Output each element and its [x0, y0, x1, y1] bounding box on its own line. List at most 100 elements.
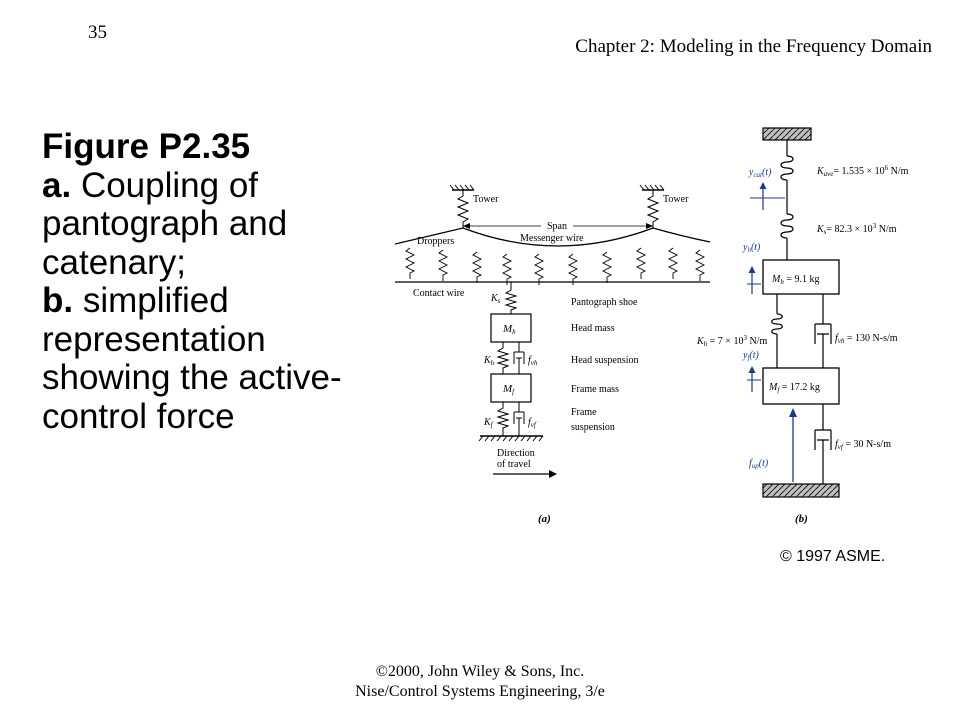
- a-fvh-sub: vh: [531, 359, 538, 367]
- b-ycat-arg: (t): [762, 167, 772, 178]
- a-mf-sub: f: [512, 388, 515, 396]
- contact-wire-label: Contact wire: [413, 288, 465, 299]
- a-fvh-symbol: f: [528, 355, 532, 366]
- head-suspension-label: Head suspension: [571, 355, 639, 366]
- head-mass-label: Head mass: [571, 323, 615, 334]
- figure-title: Figure P2.35: [42, 127, 251, 166]
- svg-text:fvh = 130 N-s/m: fvh = 130 N-s/m: [835, 333, 898, 345]
- svg-text:Kf: Kf: [483, 417, 494, 429]
- b-ks-unit: N/m: [876, 224, 897, 235]
- b-kh-value: = 7 × 10: [707, 336, 743, 347]
- b-yh-symbol: y: [742, 242, 748, 253]
- b-fvh-value: = 130 N-s/m: [844, 333, 897, 344]
- svg-text:yf(t): yf(t): [742, 350, 760, 362]
- page-number: 35: [88, 22, 107, 43]
- svg-text:fup(t): fup(t): [749, 458, 769, 470]
- svg-text:Kh: Kh: [483, 355, 495, 367]
- a-mh-sub: h: [512, 328, 516, 336]
- b-mh-sub: h: [780, 278, 784, 286]
- b-fvh-symbol: f: [835, 333, 839, 344]
- a-mh-symbol: M: [502, 323, 513, 335]
- b-yf-arg: (t): [749, 350, 759, 361]
- b-fvf-sub: vf: [838, 443, 844, 451]
- b-kave-symbol: K: [816, 166, 825, 177]
- footer: ©2000, John Wiley & Sons, Inc. Nise/Cont…: [0, 662, 960, 702]
- copyright-notice: © 1997 ASME.: [780, 548, 886, 565]
- part-b-text: simplified representation showing the ac…: [42, 281, 342, 436]
- b-yf-sub: f: [747, 354, 750, 362]
- span-label: Span: [547, 221, 567, 232]
- b-yh-arrow: [747, 266, 761, 294]
- a-frame-mass-box: [490, 373, 532, 403]
- b-fup-arg: (t): [759, 458, 769, 469]
- figure-caption: Figure P2.35 a. Coupling of pantograph a…: [42, 127, 372, 436]
- tower-left-label: Tower: [473, 194, 499, 205]
- part-a-label: a.: [42, 165, 72, 205]
- b-mh-symbol: M: [771, 274, 781, 285]
- b-ks-exp: 3: [873, 222, 877, 230]
- chapter-header: Chapter 2: Modeling in the Frequency Dom…: [575, 36, 932, 57]
- svg-text:Mf: Mf: [502, 383, 515, 396]
- b-head-mass-box: [762, 259, 840, 295]
- svg-text:Ks: Ks: [490, 293, 501, 305]
- b-kh-unit: N/m: [747, 336, 768, 347]
- b-mh-value: = 9.1 kg: [784, 274, 820, 285]
- svg-text:Mh: Mh: [502, 323, 516, 336]
- frame-suspension-label-1: Frame: [571, 407, 597, 418]
- svg-text:yh(t): yh(t): [742, 242, 761, 254]
- part-a-text: Coupling of pantograph and catenary;: [42, 165, 288, 282]
- svg-text:Kh = 7 × 103 N/m: Kh = 7 × 103 N/m: [696, 334, 767, 348]
- a-kh-symbol: K: [483, 355, 492, 366]
- b-fup-sub: up: [752, 462, 760, 470]
- tower-right-label: Tower: [663, 194, 689, 205]
- a-kf-symbol: K: [483, 417, 492, 428]
- figure-b-label: (b): [795, 513, 808, 525]
- droppers-label: Droppers: [417, 236, 454, 247]
- b-kh-symbol: K: [696, 336, 705, 347]
- a-fvf-sub: vf: [531, 421, 537, 429]
- svg-text:Ks= 82.3 × 103 N/m: Ks= 82.3 × 103 N/m: [816, 222, 897, 236]
- b-ks-symbol: K: [816, 224, 825, 235]
- a-kh-sub: h: [491, 359, 495, 367]
- b-kave-unit: N/m: [888, 166, 909, 177]
- b-yh-sub: h: [747, 246, 751, 254]
- a-fvf-symbol: f: [528, 417, 532, 428]
- svg-text:Mf = 17.2 kg: Mf = 17.2 kg: [768, 382, 820, 394]
- b-kh-sub: h: [704, 340, 708, 348]
- footer-line-2: Nise/Control Systems Engineering, 3/e: [355, 683, 605, 700]
- svg-text:Kave= 1.535 × 106 N/m: Kave= 1.535 × 106 N/m: [816, 164, 909, 178]
- messenger-wire-label: Messenger wire: [520, 233, 584, 244]
- svg-text:fvf = 30 N-s/m: fvf = 30 N-s/m: [835, 439, 891, 451]
- b-fvh-sub: vh: [838, 337, 845, 345]
- part-b-label: b.: [42, 281, 74, 320]
- b-fvf-value: = 30 N-s/m: [843, 439, 891, 450]
- b-fup-symbol: f: [749, 458, 753, 469]
- b-kave-sub: ave: [824, 170, 834, 178]
- svg-text:fvh: fvh: [528, 355, 538, 367]
- direction-label-2: of travel: [497, 459, 531, 470]
- dropper-springs: [404, 247, 706, 285]
- b-kave-value: = 1.535 × 10: [833, 166, 884, 177]
- a-ks-symbol: K: [490, 293, 499, 304]
- a-kf-sub: f: [491, 421, 494, 429]
- b-ks-sub: s: [824, 228, 827, 236]
- b-top-ground: [762, 127, 812, 141]
- b-mf-symbol: M: [768, 382, 778, 393]
- a-mf-symbol: M: [502, 383, 513, 395]
- b-kave-exp: 6: [885, 164, 889, 172]
- svg-text:ycat(t): ycat(t): [748, 167, 772, 179]
- a-head-mass-box: [490, 313, 532, 343]
- a-ks-sub: s: [498, 297, 501, 305]
- pantograph-figure: Tower Tower Span Messenger wire Droppers…: [395, 127, 909, 525]
- frame-suspension-label-2: suspension: [571, 422, 615, 433]
- b-kh-exp: 3: [743, 334, 747, 342]
- footer-line-1: ©2000, John Wiley & Sons, Inc.: [375, 663, 585, 680]
- figure-a: Tower Tower Span Messenger wire Droppers…: [395, 184, 711, 525]
- tower-right: [639, 184, 665, 228]
- tower-left: [449, 184, 475, 228]
- b-bottom-ground: [762, 483, 840, 498]
- pantograph-shoe-label: Pantograph shoe: [571, 297, 638, 308]
- figure-a-label: (a): [538, 513, 551, 525]
- b-yf-symbol: y: [742, 350, 748, 361]
- b-ycat-arrow: [750, 182, 785, 210]
